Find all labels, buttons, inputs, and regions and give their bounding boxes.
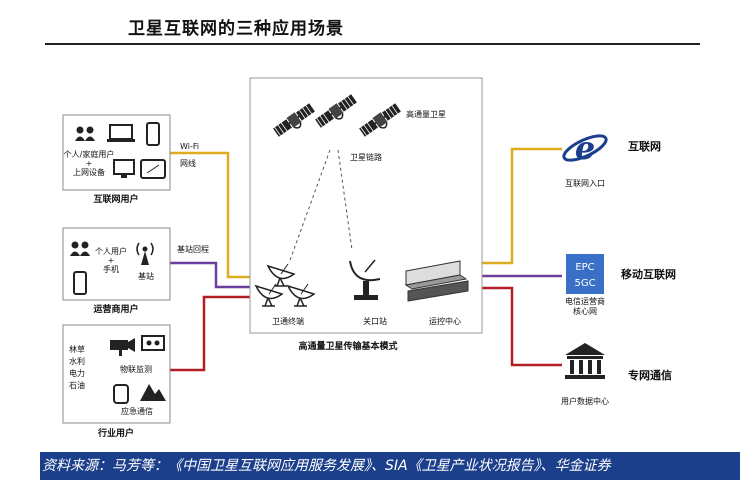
- emergency-comm-label: 应急通信: [121, 406, 153, 416]
- link-dashed-line: [288, 149, 331, 264]
- sector-power: 电力: [69, 368, 85, 378]
- badge-5gc: 5GC: [574, 278, 595, 289]
- internet-users-desc-3: 上网设备: [73, 167, 105, 177]
- tablet-icon: [140, 159, 166, 179]
- internet-users-caption: 互联网用户: [93, 193, 138, 205]
- terminal-label: 卫通终端: [272, 316, 304, 326]
- desktop-icon: [113, 159, 135, 178]
- browser-e-icon: e: [562, 129, 608, 167]
- svg-text:e: e: [575, 129, 595, 167]
- people-icon: [70, 241, 90, 256]
- operator-users-group: 个人用户 + 手机 基站 运营商用户 基站回程: [62, 227, 209, 315]
- internet-users-desc-2: +: [86, 159, 93, 168]
- gateway-label: 关口站: [363, 316, 387, 326]
- internet-user-link: [170, 151, 250, 279]
- laptop-icon: [107, 124, 135, 142]
- phone-icon: [113, 384, 129, 404]
- private-link: [482, 286, 562, 367]
- sector-forestry: 林草: [69, 344, 85, 354]
- cable-label: 网线: [180, 158, 196, 168]
- source-footer: 资料来源：马芳等：《中国卫星互联网应用服务发展》、SIA《卫星产业状况报告》、华…: [40, 452, 740, 480]
- satellite-link-label: 卫星链路: [350, 152, 382, 162]
- core-network-badge: [566, 254, 604, 294]
- industry-users-group: 林草 水利 电力 石油 物联监测 应急通信 行业用户: [62, 324, 171, 439]
- wifi-label: Wi-Fi: [180, 142, 199, 151]
- bank-building-icon: [565, 343, 605, 379]
- iot-monitor-label: 物联监测: [120, 364, 152, 374]
- diagram-canvas: 个人/家庭用户 + 上网设备 互联网用户 Wi-Fi 网线 个人用户 + 手机 …: [62, 77, 676, 439]
- center-caption: 高通量卫星传输基本模式: [298, 340, 397, 352]
- badge-epc: EPC: [575, 262, 594, 273]
- operator-users-desc-3: 手机: [103, 264, 119, 274]
- backhaul-label: 基站回程: [177, 244, 209, 254]
- base-station-icon: [136, 242, 154, 265]
- sector-water: 水利: [69, 356, 85, 366]
- mobile-sub-1: 电信运营商: [565, 296, 605, 306]
- server-racks-icon: [404, 260, 469, 302]
- operator-user-link: [170, 261, 250, 289]
- page-title: 卫星互联网的三种应用场景: [128, 19, 344, 39]
- link-dashed-line: [337, 149, 353, 251]
- private-name: 专网通信: [628, 368, 672, 382]
- title-divider: [45, 43, 700, 45]
- mobile-phone-icon: [73, 271, 87, 295]
- private-sub: 用户数据中心: [561, 396, 609, 406]
- satellite-label: 高通量卫星: [406, 109, 446, 119]
- center-group: 高通量卫星 卫星链路 卫通终端 关口站 运控中心 高通量卫星传输基本模式: [249, 77, 483, 352]
- operator-users-desc-1: 个人用户: [95, 246, 127, 256]
- mountain-icon: [140, 384, 166, 401]
- industry-users-caption: 行业用户: [97, 427, 134, 439]
- gateway-antenna-icon: [349, 259, 381, 300]
- internet-sub: 互联网入口: [565, 179, 605, 188]
- industry-user-link: [170, 295, 250, 372]
- internet-group: e 互联网 互联网入口: [562, 129, 661, 188]
- operator-users-desc-2: +: [108, 256, 115, 265]
- operator-users-caption: 运营商用户: [93, 303, 138, 315]
- internet-users-desc-1: 个人/家庭用户: [64, 149, 115, 159]
- private-network-group: 专网通信 用户数据中心: [561, 343, 672, 406]
- ops-center-label: 运控中心: [429, 316, 461, 326]
- link-lines: [170, 147, 562, 372]
- sector-oil: 石油: [69, 380, 85, 390]
- sensor-icon: [141, 335, 165, 351]
- base-station-label: 基站: [138, 271, 154, 281]
- mobile-sub-2: 核心网: [573, 306, 597, 316]
- internet-link: [482, 147, 562, 265]
- mobile-phone-icon: [146, 122, 160, 146]
- camera-icon: [110, 338, 135, 356]
- mobile-name: 移动互联网: [621, 267, 676, 281]
- people-icon: [75, 126, 95, 141]
- mobile-internet-group: EPC 5GC 移动互联网 电信运营商 核心网: [565, 254, 676, 316]
- internet-name: 互联网: [628, 139, 661, 153]
- internet-users-group: 个人/家庭用户 + 上网设备 互联网用户 Wi-Fi 网线: [62, 114, 199, 205]
